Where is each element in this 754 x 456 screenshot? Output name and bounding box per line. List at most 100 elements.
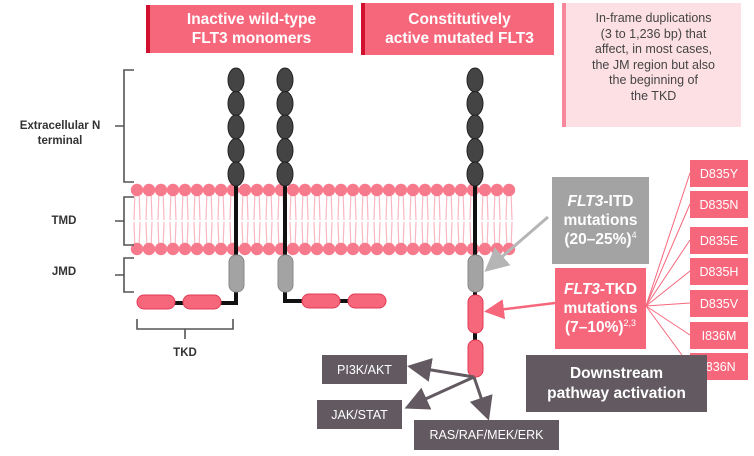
pathway-pi3k-akt: PI3K/AKT [322, 355, 407, 384]
tkd-bracket [136, 319, 234, 339]
lipid-head [358, 242, 372, 256]
lipid-tail [205, 189, 213, 251]
label-extracellular: Extracellular N terminal [19, 120, 101, 147]
ig-domain [227, 138, 245, 163]
lipid-tail [385, 189, 393, 251]
lipid-head [214, 183, 228, 197]
label-tkd: TKD [173, 347, 197, 359]
lipid-head [322, 183, 336, 197]
itd-arrow [484, 215, 549, 272]
tmd-bracket [115, 196, 134, 246]
domain-brackets [115, 69, 234, 339]
lipid-head [178, 242, 192, 256]
lipid-head [238, 242, 252, 256]
lipid-tail [181, 189, 189, 251]
pathway-ras-raf-mek-erk: RAS/RAF/MEK/ERK [414, 420, 559, 450]
pathway-jak-stat: JAK/STAT [317, 400, 402, 429]
lipid-tail [265, 189, 273, 251]
lipid-head [346, 242, 360, 256]
lipid-head [334, 242, 348, 256]
ig-domain [466, 161, 484, 187]
lipid-head [418, 242, 432, 256]
lipid-head [406, 183, 420, 197]
lipid-head [442, 242, 456, 256]
lipid-head [262, 242, 276, 256]
lipid-tail [325, 189, 333, 251]
lipid-head [250, 183, 264, 197]
lipid-head [478, 183, 492, 197]
tkd-segment-1 [301, 293, 341, 309]
lipid-head [190, 242, 204, 256]
lipid-head [286, 183, 300, 197]
lipid-tail [301, 189, 309, 251]
ig-domain-stack [227, 67, 245, 187]
lipid-tail [409, 189, 417, 251]
lipid-tail [349, 189, 357, 251]
lipid-head [502, 183, 516, 197]
variant-link-line [645, 239, 691, 307]
lipid-head [430, 242, 444, 256]
lipid-tail [493, 189, 501, 251]
lipid-tail [361, 189, 369, 251]
tkd-segment-1 [136, 294, 176, 310]
itd-gene: FLT3 [567, 193, 604, 210]
ig-domain-stack [466, 67, 484, 187]
lipid-tail [145, 189, 153, 251]
lipid-tail [217, 189, 225, 251]
ig-domain [466, 138, 484, 163]
ig-domain [466, 91, 484, 116]
lipid-tail [505, 189, 513, 251]
ig-domain [466, 67, 484, 93]
variant-d835n: D835N [690, 191, 748, 218]
variant-d835y: D835Y [690, 160, 748, 187]
lipid-head [130, 183, 144, 197]
lipid-head [142, 242, 156, 256]
lipid-head [310, 242, 324, 256]
lipid-tail [457, 189, 465, 251]
lipid-head [418, 183, 432, 197]
lipid-head [154, 183, 168, 197]
itd-description-note: In-frame duplications (3 to 1,236 bp) th… [562, 3, 741, 127]
lipid-head [454, 242, 468, 256]
variant-d835h: D835H [690, 258, 748, 285]
ig-domain [276, 161, 294, 187]
tkd-segment-2 [347, 293, 387, 309]
label-jmd: JMD [51, 266, 77, 278]
lipid-head [370, 183, 384, 197]
lipid-head [130, 242, 144, 256]
lipid-head [370, 242, 384, 256]
lipid-head [346, 183, 360, 197]
lipid-head [382, 242, 396, 256]
lipid-tail [253, 189, 261, 251]
lipid-tail [421, 189, 429, 251]
lipid-head [454, 183, 468, 197]
lipid-tail [337, 189, 345, 251]
ig-domain [276, 114, 294, 140]
label-tmd: TMD [51, 215, 77, 227]
ig-domain [276, 138, 294, 163]
lipid-head [286, 242, 300, 256]
lipid-tail [397, 189, 405, 251]
lipid-tail [433, 189, 441, 251]
variant-link-line [645, 302, 691, 307]
jmd-segment [467, 254, 484, 293]
ig-domain [276, 91, 294, 116]
lipid-tail [289, 189, 297, 251]
lipid-tail [313, 189, 321, 251]
lipid-head [310, 183, 324, 197]
lipid-tail [241, 189, 249, 251]
lipid-head [154, 242, 168, 256]
lipid-head [178, 183, 192, 197]
variant-d835e: D835E [690, 227, 748, 254]
ig-domain [227, 91, 245, 116]
lipid-head [202, 183, 216, 197]
variant-link-line [645, 270, 691, 307]
lipid-head [166, 183, 180, 197]
lipid-head [142, 183, 156, 197]
lipid-head [298, 242, 312, 256]
lipid-head [238, 183, 252, 197]
header-inactive-monomers: Inactive wild-type FLT3 monomers [146, 5, 353, 53]
pathway-arrows [404, 358, 493, 421]
cell-membrane [130, 183, 516, 256]
